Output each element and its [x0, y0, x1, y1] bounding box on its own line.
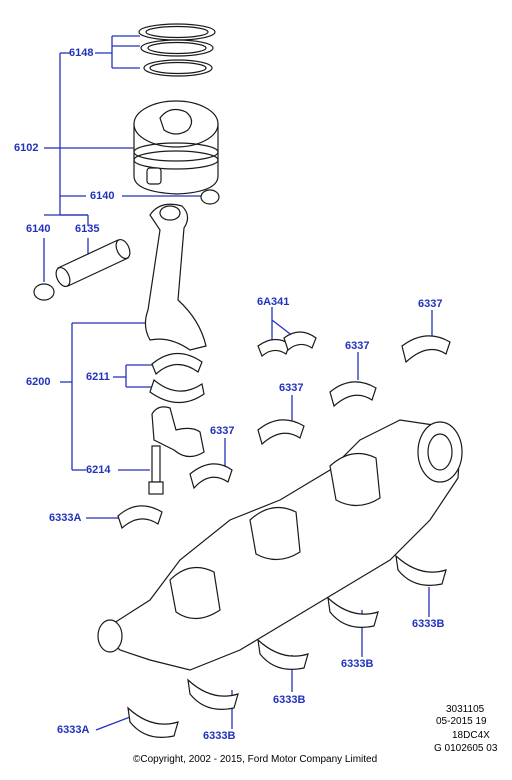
callout-6140[interactable]: 6140 — [26, 223, 51, 235]
callout-6140[interactable]: 6140 — [90, 190, 115, 202]
callout-6333a[interactable]: 6333A — [57, 724, 90, 736]
callout-6333b[interactable]: 6333B — [412, 618, 445, 630]
callout-6333b[interactable]: 6333B — [273, 694, 306, 706]
callout-6102[interactable]: 6102 — [14, 142, 39, 154]
callout-6337[interactable]: 6337 — [210, 425, 235, 437]
callout-6211[interactable]: 6211 — [86, 371, 110, 383]
callout-6333b[interactable]: 6333B — [203, 730, 236, 742]
callout-6200[interactable]: 6200 — [26, 376, 51, 388]
copyright-notice: ©Copyright, 2002 - 2015, Ford Motor Comp… — [133, 754, 378, 765]
diagram-code: 3031105 — [446, 704, 485, 715]
diagram-engine-code: 18DC4X — [452, 730, 490, 741]
callout-6337[interactable]: 6337 — [345, 340, 370, 352]
diagram-date: 05-2015 19 — [436, 716, 487, 727]
callout-6a341[interactable]: 6A341 — [257, 296, 290, 308]
part-outlines — [33, 23, 463, 738]
diagram-reference: G 0102605 03 — [434, 743, 498, 754]
callout-6148[interactable]: 6148 — [69, 47, 94, 59]
callout-6135[interactable]: 6135 — [75, 223, 100, 235]
callout-6214[interactable]: 6214 — [86, 464, 111, 476]
callout-6337[interactable]: 6337 — [279, 382, 304, 394]
callout-6333b[interactable]: 6333B — [341, 658, 374, 670]
callout-6333a[interactable]: 6333A — [49, 512, 82, 524]
leader-lines — [43, 35, 433, 731]
callout-6337[interactable]: 6337 — [418, 298, 443, 310]
